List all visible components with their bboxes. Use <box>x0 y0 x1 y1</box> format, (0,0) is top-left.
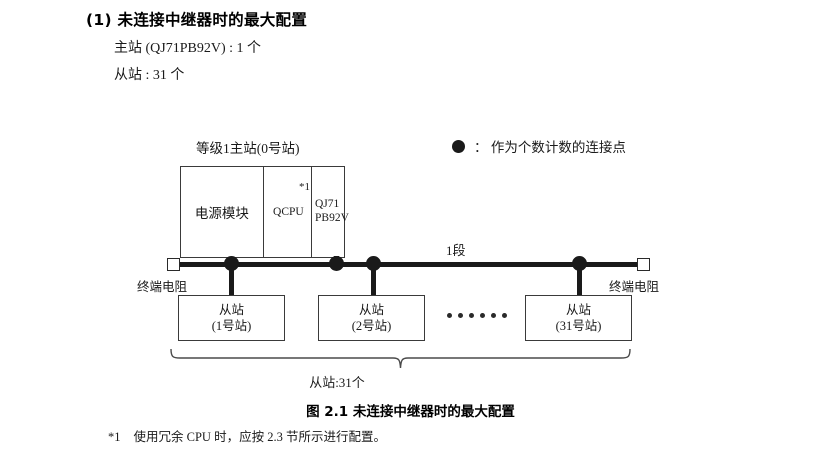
power-supply-module-cell: 电源模块 <box>181 167 264 257</box>
slave-station-box: 从站 (2号站) <box>318 295 425 341</box>
slave-drop-lead <box>577 266 582 296</box>
footnote: *1 使用冗余 CPU 时，应按 2.3 节所示进行配置。 <box>108 426 386 445</box>
qcpu-label: QCPU <box>273 206 304 218</box>
master-station-module-rack: 电源模块 QCPU *1 QJ71 PB92V <box>180 166 349 258</box>
connection-point-dot <box>366 256 381 271</box>
network-bus-line <box>178 262 640 267</box>
slave-station-name: 从站 <box>358 303 384 317</box>
segment-label: 1段 <box>446 243 466 258</box>
slave-station-number: (31号站) <box>555 319 602 333</box>
footnote-marker: *1 <box>108 430 121 444</box>
ellipsis-dots <box>447 313 507 318</box>
figure-caption: 图 2.1 未连接中继器时的最大配置 <box>306 404 515 420</box>
slave-drop-lead <box>371 266 376 296</box>
slave-station-name: 从站 <box>218 303 244 317</box>
ellipsis-dot <box>502 313 507 318</box>
qj71pb92v-label: QJ71 PB92V <box>315 198 349 225</box>
page-title: (1) 未连接中继器时的最大配置 <box>86 11 308 29</box>
qj71pb92v-module-cell: QJ71 PB92V <box>312 167 349 257</box>
slave-count-label: 从站:31个 <box>309 375 365 390</box>
connection-point-dot <box>329 256 344 271</box>
terminating-resistor-right-label: 终端电阻 <box>609 280 660 294</box>
qj71pb92v-label-line2: PB92V <box>315 212 349 224</box>
terminating-resistor-right-icon <box>637 258 650 271</box>
slave-station-box: 从站 (31号站) <box>525 295 632 341</box>
slave-station-name: 从站 <box>565 303 591 317</box>
legend-label: ： 作为个数计数的连接点 <box>474 140 626 155</box>
spec-line-slave: 从站 : 31 个 <box>114 68 185 83</box>
footnote-text: 使用冗余 CPU 时，应按 2.3 节所示进行配置。 <box>133 430 386 444</box>
slave-count-brace <box>170 348 631 369</box>
ellipsis-dot <box>469 313 474 318</box>
terminating-resistor-left-icon <box>167 258 180 271</box>
slave-station-number: (1号站) <box>211 319 252 333</box>
master-station-label: 等级1主站(0号站) <box>196 141 300 156</box>
qcpu-module-cell: QCPU *1 <box>264 167 312 257</box>
ellipsis-dot <box>491 313 496 318</box>
qcpu-footnote-marker: *1 <box>299 181 310 193</box>
ellipsis-dot <box>447 313 452 318</box>
ellipsis-dot <box>458 313 463 318</box>
legend: ： 作为个数计数的连接点 <box>452 136 626 156</box>
spec-line-master: 主站 (QJ71PB92V) : 1 个 <box>114 41 262 56</box>
qj71pb92v-label-line1: QJ71 <box>315 198 340 211</box>
connection-point-dot <box>224 256 239 271</box>
terminating-resistor-left-label: 终端电阻 <box>137 280 188 294</box>
slave-station-number: (2号站) <box>351 319 392 333</box>
connection-point-dot <box>572 256 587 271</box>
heading-block: (1) 未连接中继器时的最大配置 主站 (QJ71PB92V) : 1 个 从站… <box>86 8 686 84</box>
ellipsis-dot <box>480 313 485 318</box>
slave-drop-lead <box>229 266 234 296</box>
slave-station-box: 从站 (1号站) <box>178 295 285 341</box>
filled-circle-icon <box>452 139 465 153</box>
